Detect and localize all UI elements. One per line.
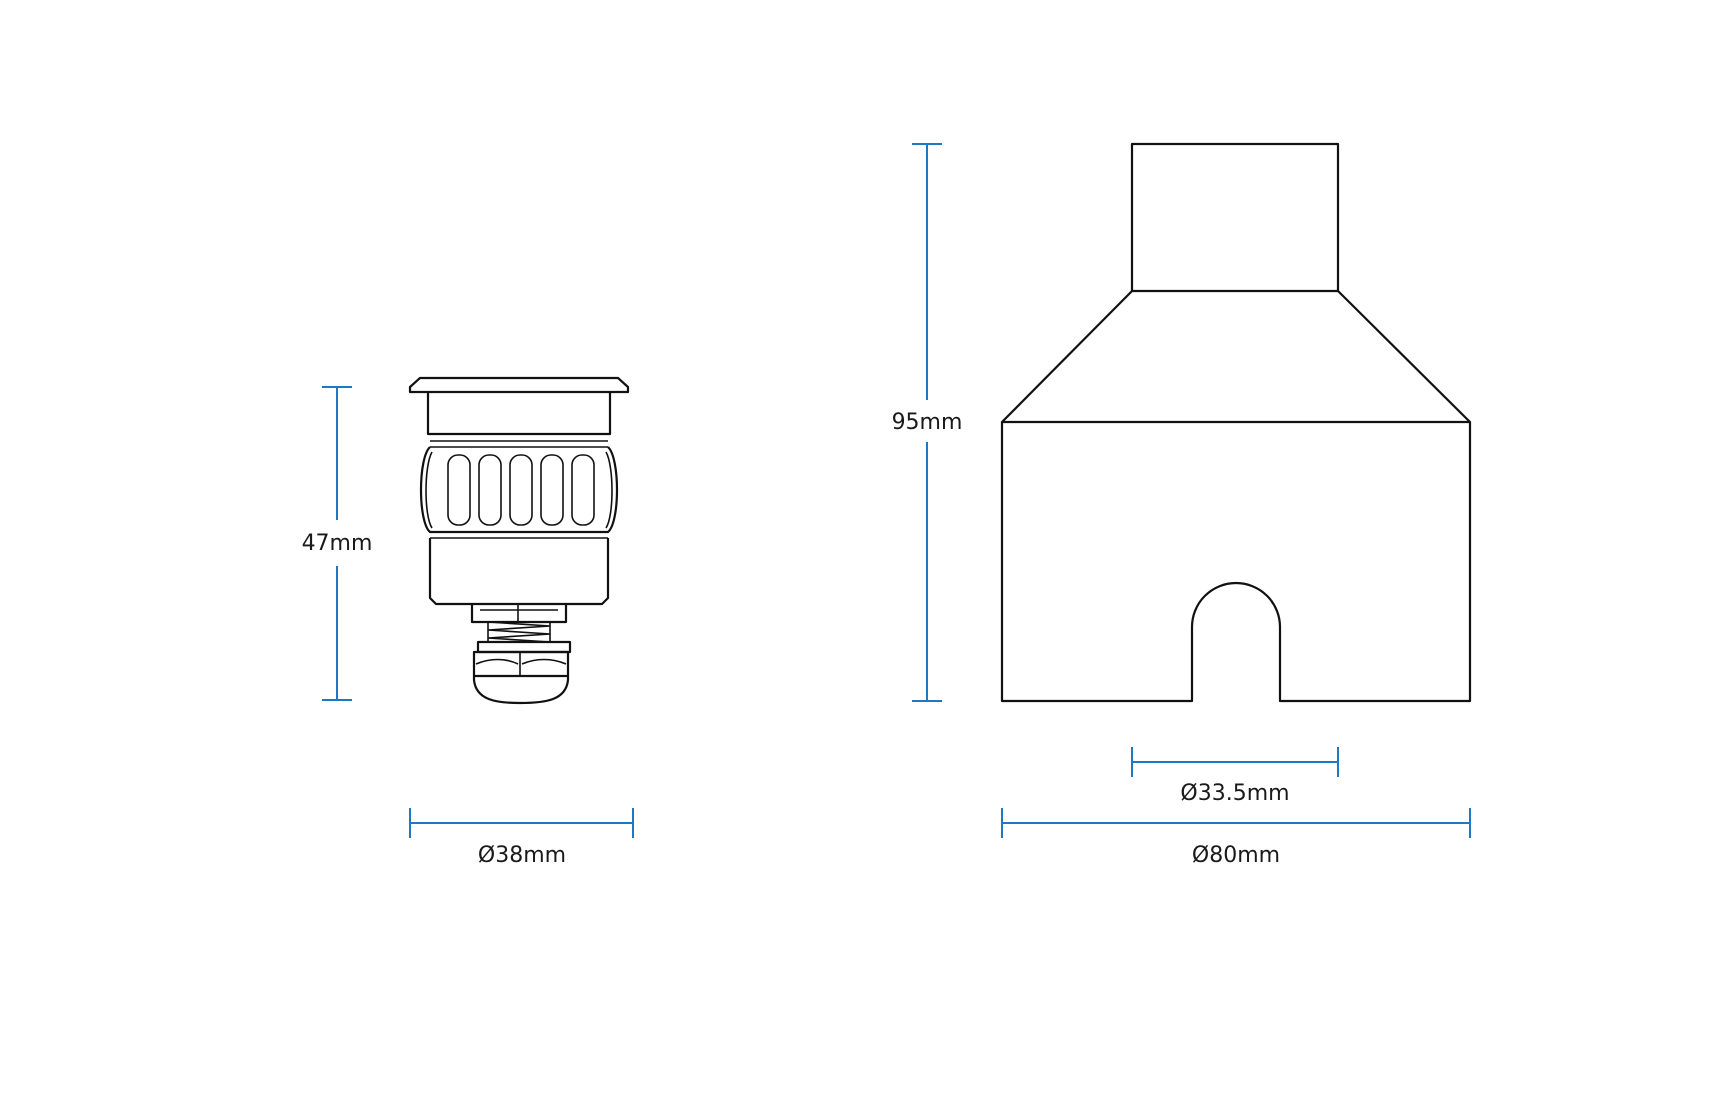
cutout-drawing (1000, 142, 1472, 703)
left-diameter-dimension: Ø38mm (409, 808, 634, 868)
outer-diameter-label: Ø80mm (1192, 843, 1280, 868)
right-height-dimension: 95mm (892, 143, 963, 702)
outer-diameter-dimension: Ø80mm (1001, 808, 1471, 868)
left-height-label: 47mm (302, 531, 373, 556)
left-diameter-label: Ø38mm (478, 843, 566, 868)
right-height-label: 95mm (892, 410, 963, 435)
inner-diameter-label: Ø33.5mm (1180, 781, 1289, 806)
fixture-drawing (408, 376, 630, 705)
left-height-dimension: 47mm (302, 386, 373, 701)
inner-diameter-dimension: Ø33.5mm (1131, 747, 1339, 806)
